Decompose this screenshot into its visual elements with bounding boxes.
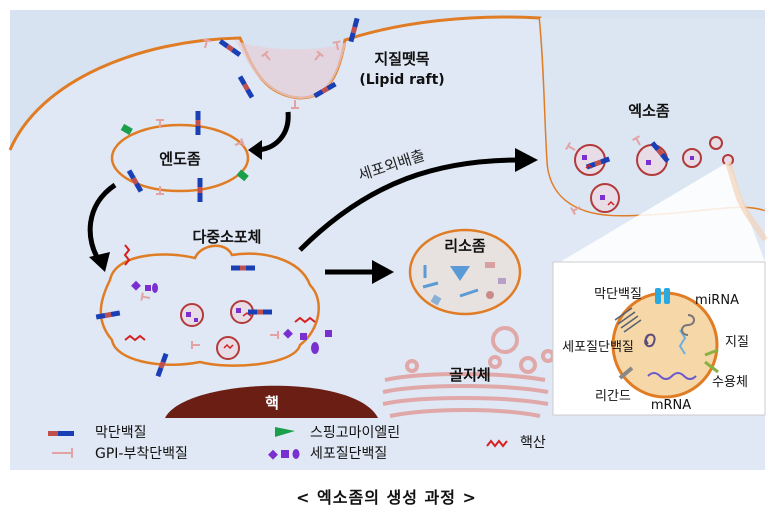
lipid-raft-label: 지질뗏목 [374, 50, 429, 68]
inset-ligand-label: 리간드 [595, 389, 631, 404]
legend-cytoplasmic-swatch [268, 449, 300, 460]
endosome-label: 엔도좀 [159, 150, 201, 168]
zoom-wedge [560, 162, 765, 262]
inset-cytoplasmic-protein-label: 세포질단백질 [562, 340, 634, 355]
mvb-label: 다중소포체 [192, 228, 261, 246]
arrow-exocytosis [298, 157, 521, 252]
exosome-label: 엑소좀 [628, 102, 670, 120]
legend-sphingomyelin-swatch [275, 427, 295, 437]
arrow-endosome-to-mvb [87, 182, 117, 264]
legend-panel [35, 419, 575, 469]
nucleic-acid-squiggle [123, 244, 131, 266]
intraluminal-vesicle [216, 336, 240, 360]
inset-receptor-label: 수용체 [712, 375, 748, 390]
legend-nucleic-acid-swatch [486, 439, 508, 448]
legend-sphingomyelin-label: 스핑고마이엘린 [310, 425, 400, 441]
golgi-apparatus [382, 326, 555, 418]
inset-mrna-label: mRNA [651, 398, 691, 413]
legend-nucleic-acid-label: 핵산 [520, 435, 546, 451]
inset-lipid-label: 지질 [725, 335, 749, 350]
nucleus-label: 핵 [265, 394, 279, 412]
multivesicular-body [99, 244, 320, 367]
legend-gpi-swatch [52, 448, 73, 458]
legend-gpi-label: GPI-부착단백질 [95, 446, 188, 462]
sphingomyelin-marker [120, 123, 133, 135]
golgi-label: 골지체 [449, 366, 490, 384]
sphingomyelin-marker [236, 169, 249, 182]
legend-membrane-protein-label: 막단백질 [95, 425, 147, 441]
nucleus [165, 385, 378, 418]
inset-mirna-label: miRNA [695, 293, 739, 308]
inset-membrane-protein-label: 막단백질 [594, 287, 642, 302]
nucleic-acid-squiggle [294, 316, 316, 324]
nucleic-acid-squiggle [124, 334, 146, 342]
lysosome-label: 리소좀 [444, 237, 486, 255]
exosome-vesicles [565, 135, 734, 216]
legend-membrane-protein-swatch [48, 431, 74, 436]
legend-cytoplasmic-label: 세포질단백질 [310, 446, 387, 462]
endosome [110, 123, 250, 193]
lipid-raft-en-label: (Lipid raft) [359, 72, 444, 88]
figure-caption: < 엑소좀의 생성 과정 > [296, 488, 477, 507]
intraluminal-vesicle [180, 303, 204, 327]
